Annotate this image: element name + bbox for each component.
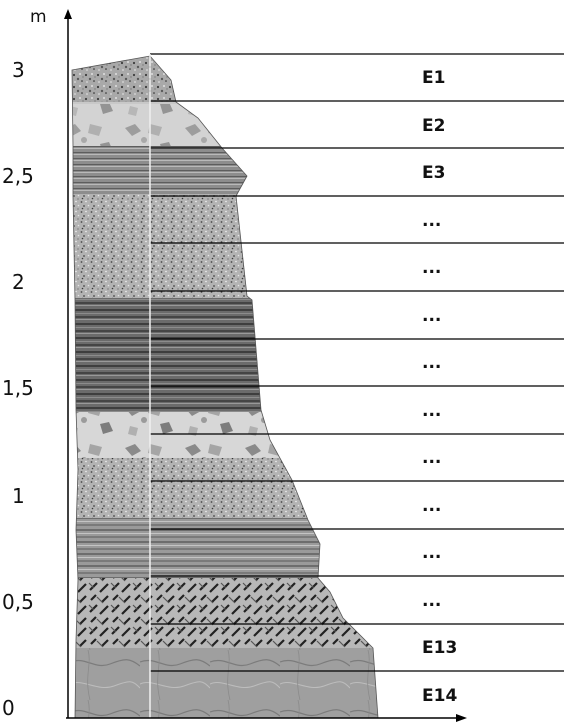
layer-label: ... <box>422 211 441 231</box>
column-outline <box>71 55 379 719</box>
layer-label: E13 <box>422 638 457 658</box>
axis-unit: m <box>30 7 47 27</box>
tick-label: 0,5 <box>2 590 34 614</box>
tick-label: 3 <box>12 58 25 82</box>
layer-label: E3 <box>422 163 445 183</box>
tick-label: 0 <box>2 696 15 720</box>
layer-label: ... <box>422 258 441 278</box>
tick-label: 2 <box>12 270 25 294</box>
layer-label: E2 <box>422 116 445 136</box>
x-axis-arrow-icon <box>456 714 467 722</box>
layer-boundaries <box>150 53 564 672</box>
layer-label: ... <box>422 401 441 421</box>
x-axis <box>66 714 467 722</box>
layer-label: ... <box>422 543 441 563</box>
tick-label: 2,5 <box>2 164 34 188</box>
layer-label: E1 <box>422 68 445 88</box>
tick-label: 1 <box>12 484 25 508</box>
y-axis <box>64 9 72 718</box>
y-axis-arrow-icon <box>64 9 72 19</box>
layer-label: ... <box>422 306 441 326</box>
layer-label: E14 <box>422 686 457 706</box>
layer-label: ... <box>422 353 441 373</box>
layer-label: ... <box>422 496 441 516</box>
tick-label: 1,5 <box>2 376 34 400</box>
layer-label: ... <box>422 591 441 611</box>
layer-label: ... <box>422 448 441 468</box>
